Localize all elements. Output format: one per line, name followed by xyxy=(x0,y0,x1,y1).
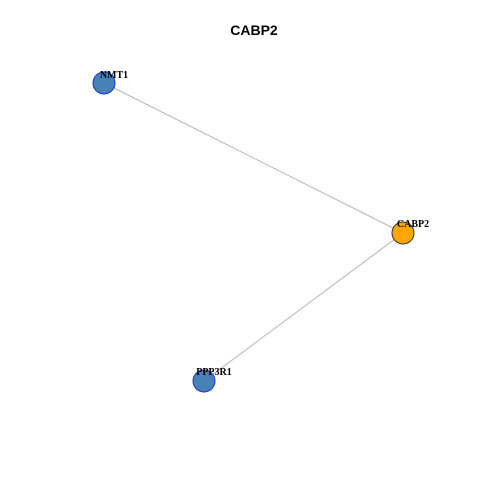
node-label: CABP2 xyxy=(397,219,429,230)
node-label: PPP3R1 xyxy=(196,367,232,378)
edge-nmt1-cabp2 xyxy=(103,82,404,234)
node-circle xyxy=(192,369,216,393)
node-circle xyxy=(92,71,116,95)
node-cabp2[interactable]: CABP2 xyxy=(391,219,429,245)
node-ppp3r1[interactable]: PPP3R1 xyxy=(192,367,232,393)
node-circle xyxy=(391,221,415,245)
node-nmt1[interactable]: NMT1 xyxy=(92,70,128,95)
node-label: NMT1 xyxy=(100,70,128,81)
diagram-title: CABP2 xyxy=(230,22,278,38)
edge-ppp3r1-cabp2 xyxy=(203,232,404,382)
